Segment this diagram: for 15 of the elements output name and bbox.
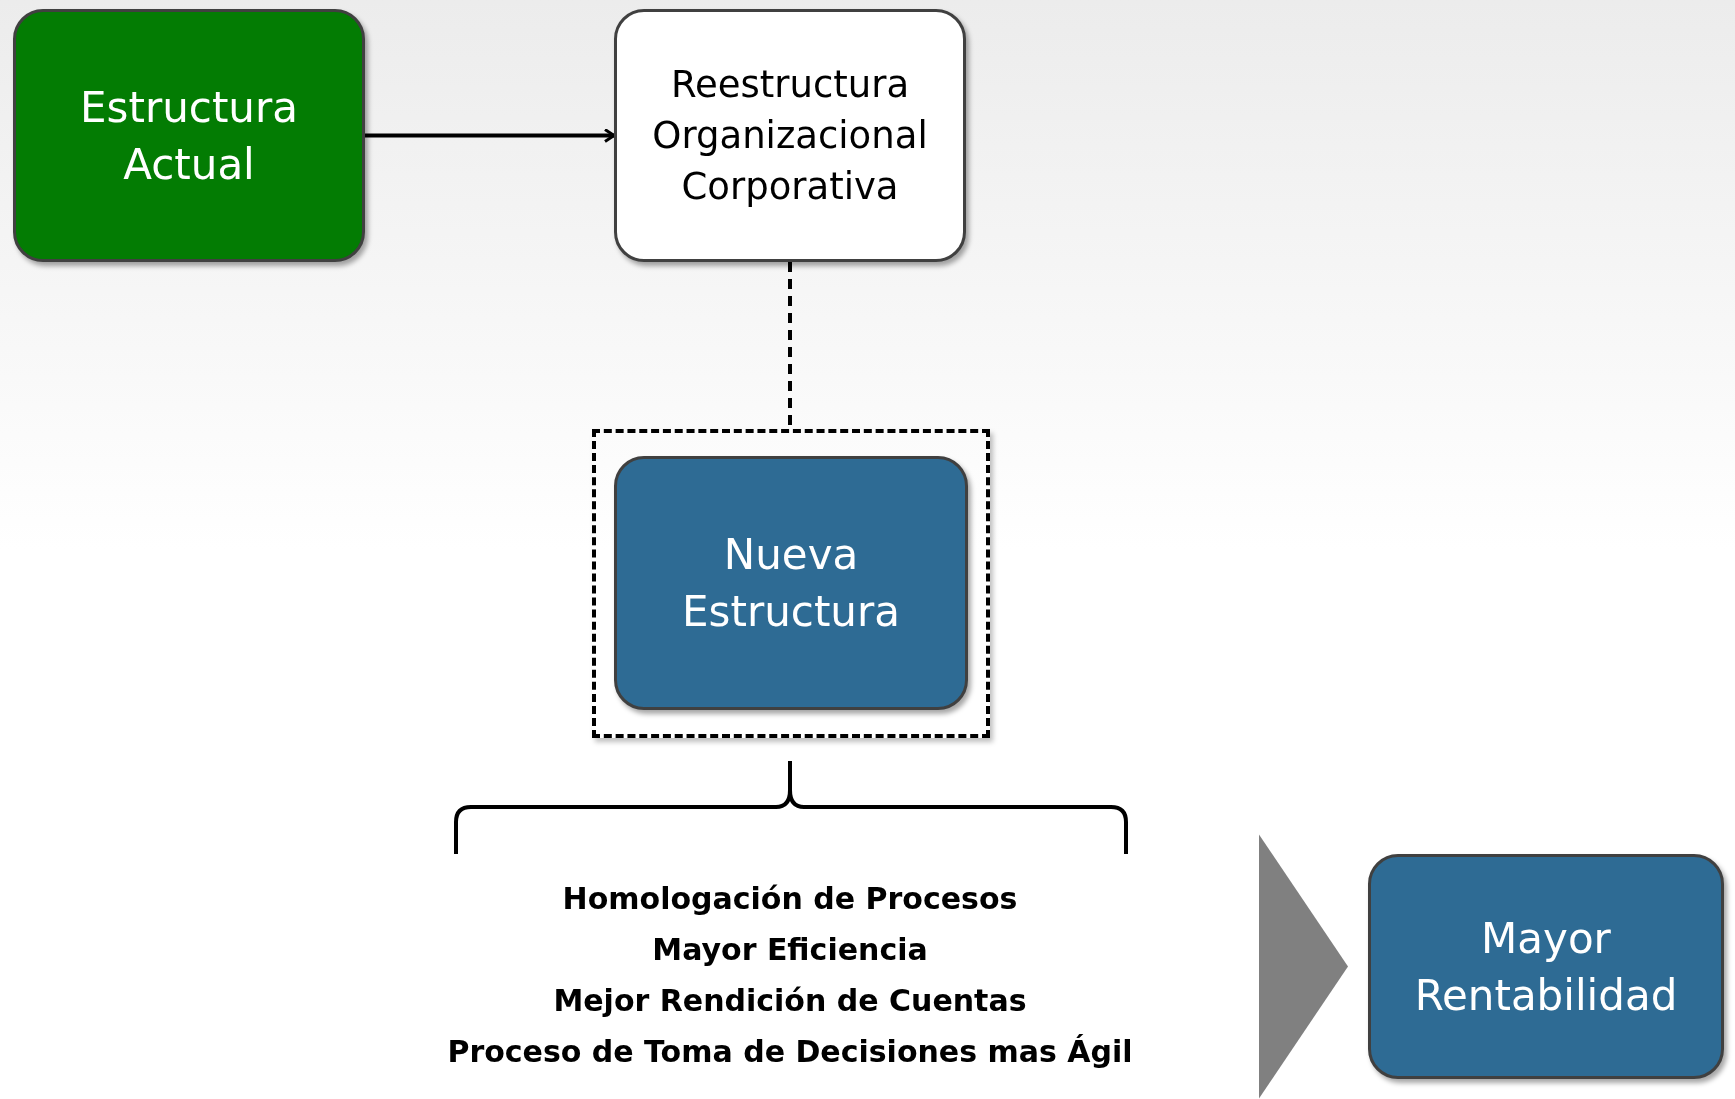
process-box — [13, 9, 365, 262]
process-box — [1368, 854, 1724, 1079]
node-text: Reestructura Organizacional Corporativa — [651, 62, 929, 210]
node-text: Nueva Estructura — [681, 529, 901, 638]
node-text: Homologación de Procesos — [561, 879, 1019, 918]
process-box — [614, 456, 968, 710]
process-box — [614, 9, 966, 262]
node-text: Estructura Actual — [79, 81, 299, 191]
arrow — [365, 128, 616, 143]
node-text: Mayor Rentabilidad — [1413, 912, 1679, 1022]
chevron-arrow — [1259, 834, 1348, 1099]
node-text: Proceso de Toma de Decisiones mas Ágil — [446, 1032, 1134, 1071]
node-text: Mejor Rendición de Cuentas — [552, 981, 1028, 1020]
dashed-frame — [592, 429, 990, 738]
node-text: Mayor Eficiencia — [651, 930, 929, 969]
